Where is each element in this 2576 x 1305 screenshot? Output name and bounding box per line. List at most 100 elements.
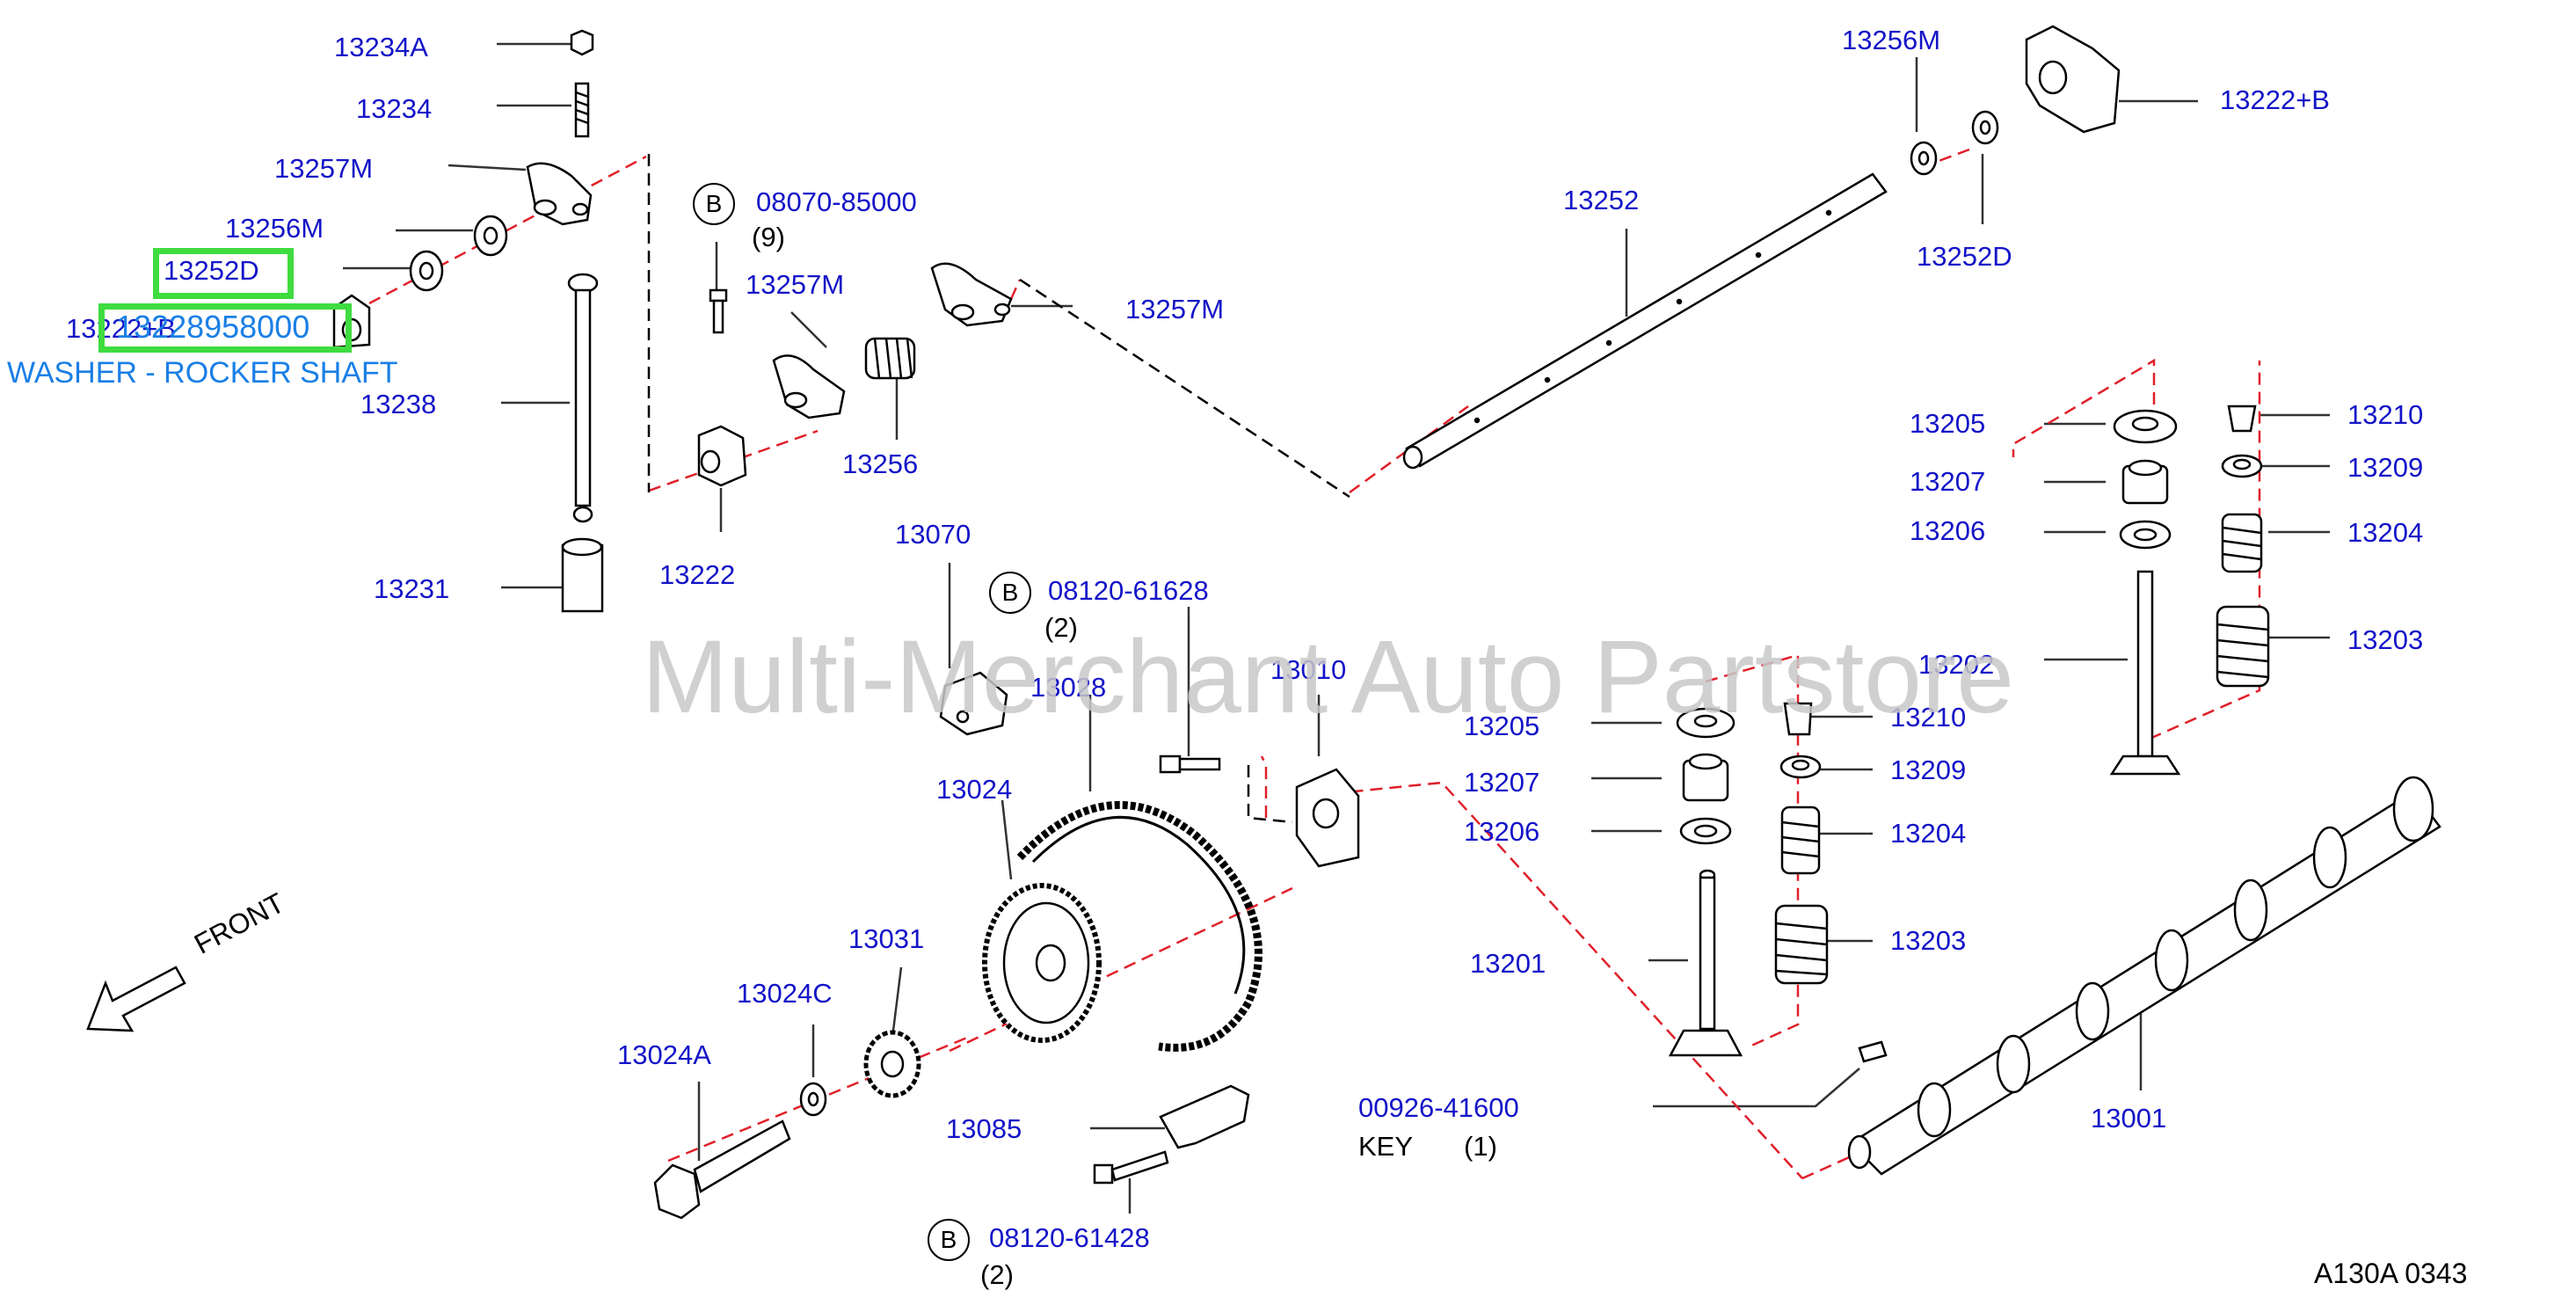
label-13070[interactable]: 13070 (895, 519, 971, 550)
tooltip-highlight (98, 303, 352, 353)
rocker-shaft-13252 (1402, 172, 1888, 470)
label-13024A[interactable]: 13024A (617, 1039, 711, 1070)
label-08120-61428[interactable]: 08120-61428 (989, 1222, 1150, 1253)
label-13222B-a[interactable]: 13222+B (66, 313, 176, 344)
label-13203-a[interactable]: 13203 (2347, 624, 2424, 655)
nut-13234A (570, 29, 594, 56)
label-08120-61628[interactable]: 08120-61628 (1048, 575, 1209, 606)
qty-b3: (2) (980, 1259, 1014, 1290)
retainer-13205-a (2113, 409, 2178, 444)
tooltip-part-code: 13228958000 (116, 309, 310, 345)
label-00926-41600[interactable]: 00926-41600 (1358, 1092, 1519, 1123)
tooltip-description: WASHER - ROCKER SHAFT (7, 356, 398, 390)
bolt-marker-b1: B (693, 183, 735, 225)
label-13231[interactable]: 13231 (374, 573, 450, 604)
label-13207-b[interactable]: 13207 (1464, 767, 1540, 798)
label-13222[interactable]: 13222 (659, 559, 736, 590)
washer-13252D-a (409, 250, 444, 292)
retainer-13209-a (2221, 454, 2263, 478)
stud-13234 (574, 82, 590, 138)
rocker-arm-13257M-b (772, 354, 846, 419)
bracket-13222 (697, 425, 747, 487)
retainer-13209-b (1779, 755, 1822, 779)
front-arrow-icon (86, 966, 186, 1032)
bolt-13024A (653, 1119, 791, 1220)
label-13238[interactable]: 13238 (360, 389, 437, 419)
washer-13256M-b (1910, 141, 1938, 176)
camshaft-13001 (1847, 776, 2441, 1176)
collet-13210-a (2227, 405, 2257, 433)
bolt-08120-61628 (1159, 755, 1221, 774)
guide-13085 (1159, 1084, 1250, 1149)
diagram-code: A130A 0343 (2314, 1258, 2468, 1289)
cover-plate-13010 (1295, 768, 1360, 868)
label-13209-a[interactable]: 13209 (2347, 452, 2424, 483)
label-13024[interactable]: 13024 (936, 774, 1013, 805)
label-13257M-c[interactable]: 13257M (1125, 294, 1225, 324)
label-13205-b[interactable]: 13205 (1464, 711, 1540, 741)
washer-13024C (799, 1082, 827, 1117)
seat-13206-b (1679, 817, 1732, 845)
selected-part-highlight[interactable] (153, 248, 294, 299)
label-13001[interactable]: 13001 (2091, 1103, 2167, 1134)
label-08070-85000[interactable]: 08070-85000 (756, 186, 917, 217)
label-13204-a[interactable]: 13204 (2347, 517, 2424, 548)
label-13206-a[interactable]: 13206 (1910, 515, 1986, 546)
label-13256[interactable]: 13256 (842, 448, 919, 479)
label-13234A[interactable]: 13234A (334, 32, 428, 62)
label-13085[interactable]: 13085 (946, 1113, 1022, 1144)
label-13257M-b[interactable]: 13257M (746, 269, 845, 300)
label-13206-b[interactable]: 13206 (1464, 816, 1540, 847)
selected-part-label[interactable]: 13252D (164, 255, 259, 286)
seal-13207-a (2121, 459, 2169, 505)
lifter-13231 (561, 537, 604, 613)
washer-13256M-a (473, 215, 508, 257)
label-13201[interactable]: 13201 (1470, 948, 1546, 979)
key-qty: (1) (1464, 1131, 1497, 1162)
label-13209-b[interactable]: 13209 (1890, 755, 1967, 785)
label-13257M-a[interactable]: 13257M (274, 153, 374, 184)
valve-13202 (2109, 570, 2181, 776)
label-13031[interactable]: 13031 (848, 923, 925, 954)
pushrod-13238 (567, 273, 599, 523)
washer-13252D-b (1971, 110, 1999, 145)
spring-13256 (864, 337, 916, 380)
label-13252[interactable]: 13252 (1563, 185, 1640, 215)
bolt-08070-85000 (709, 288, 728, 334)
label-13234[interactable]: 13234 (356, 93, 433, 124)
label-13256M-a[interactable]: 13256M (225, 213, 324, 244)
label-13028[interactable]: 13028 (1030, 672, 1107, 703)
label-13203-b[interactable]: 13203 (1890, 925, 1967, 956)
label-13010[interactable]: 13010 (1270, 654, 1347, 685)
seal-13207-b (1682, 753, 1729, 802)
key-label: KEY (1358, 1131, 1414, 1162)
label-13202[interactable]: 13202 (1918, 649, 1995, 680)
label-13024C[interactable]: 13024C (737, 978, 833, 1009)
label-13210-a[interactable]: 13210 (2347, 399, 2424, 430)
gear-13031 (863, 1030, 921, 1098)
sprocket-13024 (982, 883, 1102, 1043)
key-00926-41600 (1858, 1040, 1888, 1063)
tensioner-13070 (939, 671, 1008, 736)
spring-13203-a (2216, 605, 2270, 688)
label-13205-a[interactable]: 13205 (1910, 408, 1986, 439)
timing-chain-13028 (1016, 800, 1263, 1052)
collet-13210-b (1783, 702, 1813, 736)
label-13204-b[interactable]: 13204 (1890, 818, 1967, 849)
label-13222B-b[interactable]: 13222+B (2220, 84, 2330, 115)
spring-13203-b (1774, 904, 1829, 985)
qty-b1: (9) (752, 222, 785, 252)
rocker-arm-13257M-a (526, 162, 593, 226)
seat-13206-a (2119, 520, 2172, 550)
label-13256M-b[interactable]: 13256M (1842, 25, 1941, 55)
bolt-08120-61428 (1093, 1150, 1169, 1185)
valve-13201 (1668, 869, 1743, 1057)
watermark: Multi-Merchant Auto Partstore (642, 619, 2014, 735)
label-13207-a[interactable]: 13207 (1910, 466, 1986, 497)
label-13252D[interactable]: 13252D (1917, 241, 2012, 272)
label-13210-b[interactable]: 13210 (1890, 702, 1967, 733)
bolt-marker-b3: B (928, 1219, 970, 1261)
qty-b2: (2) (1044, 612, 1078, 643)
rocker-arm-13257M-c (930, 262, 1013, 327)
